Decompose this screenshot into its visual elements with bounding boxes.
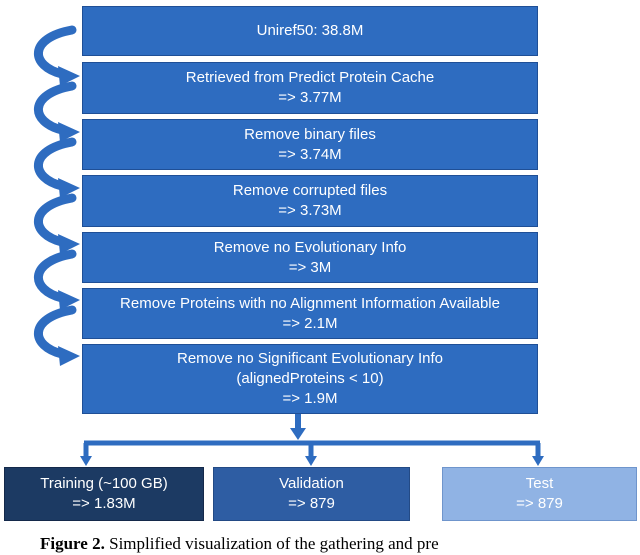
split-drop-head-icon (80, 456, 92, 466)
arrowhead-icon (58, 178, 80, 198)
step-count: => 3.74M (278, 145, 342, 163)
step-uniref50: Uniref50: 38.8M (82, 6, 538, 56)
step-line: Remove Proteins with no Alignment Inform… (120, 294, 500, 312)
split-label: Test (525, 475, 554, 492)
split-training: Training (~100 GB) => 1.83M (4, 467, 204, 521)
figure-caption: Figure 2. Simplified visualization of th… (40, 534, 439, 554)
step-line: Remove no Evolutionary Info (213, 238, 407, 256)
split-test: Test => 879 (442, 467, 637, 521)
step-condition: (alignedProteins < 10) (236, 370, 384, 387)
curved-arrow-icon (33, 249, 77, 303)
split-count: => 879 (516, 495, 563, 512)
split-label: Training (~100 GB) (40, 475, 168, 492)
step-count: => 2.1M (282, 314, 338, 332)
arrowhead-icon (58, 346, 80, 366)
split-validation: Validation => 879 (213, 467, 410, 521)
step-remove-no-evolutionary: Remove no Evolutionary Info => 3M (82, 232, 538, 283)
step-remove-corrupted: Remove corrupted files => 3.73M (82, 175, 538, 227)
arrowhead-icon (58, 66, 80, 86)
step-line: Remove corrupted files (232, 182, 388, 199)
step-line: Remove no Significant Evolutionary Info (177, 350, 443, 367)
down-arrow-head-icon (290, 428, 306, 440)
arrowhead-icon (58, 122, 80, 142)
step-count: => 1.9M (282, 390, 338, 407)
split-drop-head-icon (532, 456, 544, 466)
split-label: Validation (279, 475, 344, 492)
step-line: Remove binary files (244, 125, 376, 143)
step-line: Uniref50: 38.8M (256, 22, 364, 39)
step-remove-no-significant: Remove no Significant Evolutionary Info … (82, 344, 538, 414)
curved-arrow-icon (33, 25, 77, 79)
step-line: Retrieved from Predict Protein Cache (185, 69, 435, 86)
step-count: => 3.73M (278, 202, 342, 219)
arrowhead-icon (58, 290, 80, 310)
arrowhead-icon (58, 234, 80, 254)
split-drop-head-icon (305, 456, 317, 466)
step-retrieved: Retrieved from Predict Protein Cache => … (82, 62, 538, 114)
curved-arrow-icon (33, 137, 77, 191)
curved-arrow-icon (33, 81, 77, 135)
step-count: => 3M (288, 258, 332, 276)
split-count: => 879 (288, 495, 335, 512)
split-count: => 1.83M (72, 495, 136, 512)
step-remove-no-alignment: Remove Proteins with no Alignment Inform… (82, 288, 538, 339)
step-remove-binary: Remove binary files => 3.74M (82, 119, 538, 170)
step-count: => 3.77M (278, 89, 342, 106)
curved-arrow-icon (33, 305, 77, 359)
caption-label: Figure 2. (40, 534, 105, 553)
curved-arrow-icon (33, 193, 77, 247)
caption-text: Simplified visualization of the gatherin… (109, 534, 439, 553)
